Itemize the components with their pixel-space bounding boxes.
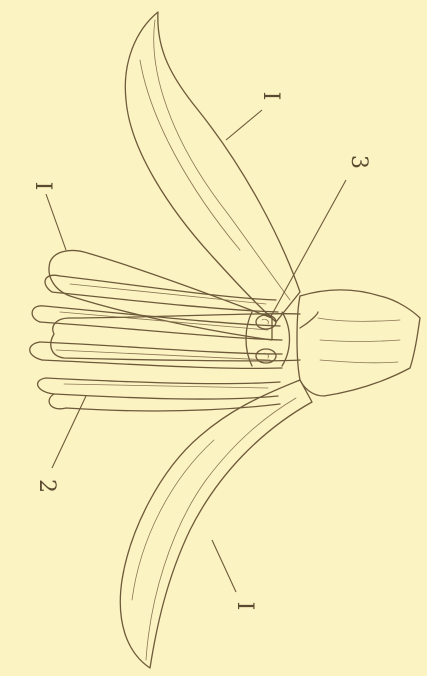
leader-stamens [52,396,86,468]
label-upper-sepal: I [258,92,283,101]
lower-sepal [120,380,312,668]
upper-sepal [125,12,300,322]
label-stamens: 2 [34,479,59,493]
leader-upper-sepal [226,110,262,140]
leader-pistil [270,180,346,318]
leader-lower-sepal [212,540,236,592]
label-left-petal: I [30,182,55,191]
label-pistil: 3 [346,155,371,169]
label-lower-sepal: I [232,602,257,611]
receptacle [297,290,420,396]
leader-left-petal [46,194,66,250]
